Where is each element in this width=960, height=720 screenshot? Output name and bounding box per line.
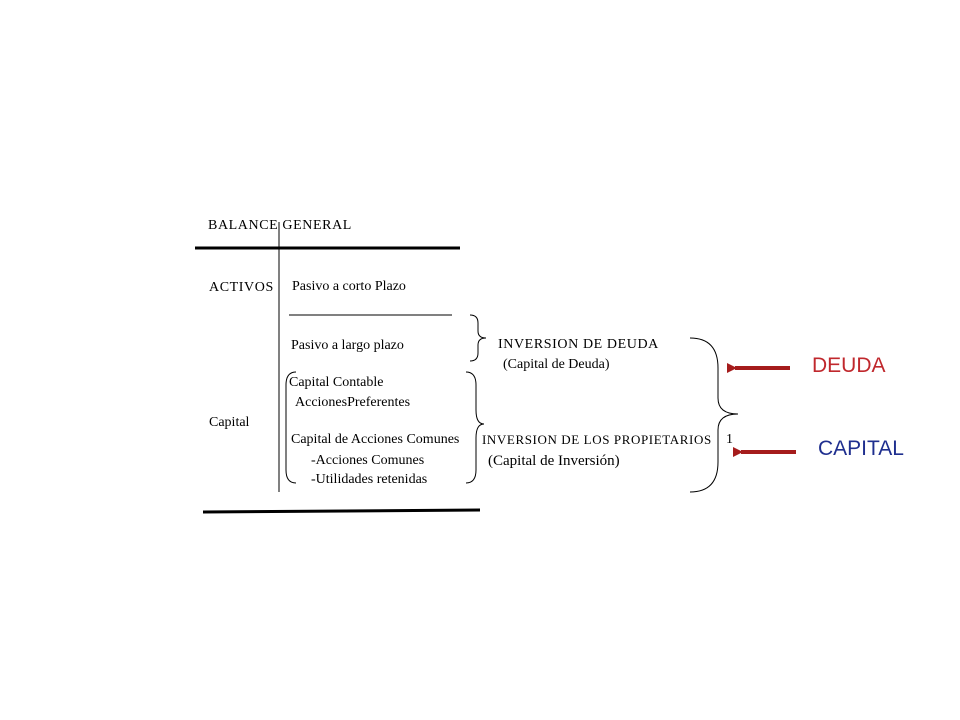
pasivo-corto-label: Pasivo a corto Plazo xyxy=(292,279,406,294)
capital-label: Capital xyxy=(209,415,250,430)
inversion-deuda-title: INVERSION DE DEUDA xyxy=(498,337,659,352)
capital-side-label: CAPITAL xyxy=(818,437,904,460)
bottom-rule xyxy=(202,508,481,514)
acciones-comunes-label: -Acciones Comunes xyxy=(311,453,425,468)
total-brace xyxy=(689,337,739,493)
balance-title: BALANCE GENERAL xyxy=(208,218,352,233)
equity-left-bracket xyxy=(285,371,297,484)
capital-acciones-comunes-label: Capital de Acciones Comunes xyxy=(291,432,460,447)
deuda-label: DEUDA xyxy=(812,354,886,377)
utilidades-label: -Utilidades retenidas xyxy=(311,472,428,487)
debt-brace xyxy=(469,314,487,362)
equity-brace xyxy=(465,371,485,484)
acciones-preferentes-label: AccionesPreferentes xyxy=(295,395,411,410)
pasivo-largo-label: Pasivo a largo plazo xyxy=(291,338,404,353)
inversion-deuda-sub: (Capital de Deuda) xyxy=(503,357,610,372)
inversion-propietarios-sub: (Capital de Inversión) xyxy=(488,453,620,469)
activos-label: ACTIVOS xyxy=(209,280,274,295)
inversion-propietarios-title: INVERSION DE LOS PROPIETARIOS xyxy=(482,432,712,447)
capital-contable-label: Capital Contable xyxy=(289,375,384,390)
inversion-propietarios-note: 1 xyxy=(726,432,733,447)
